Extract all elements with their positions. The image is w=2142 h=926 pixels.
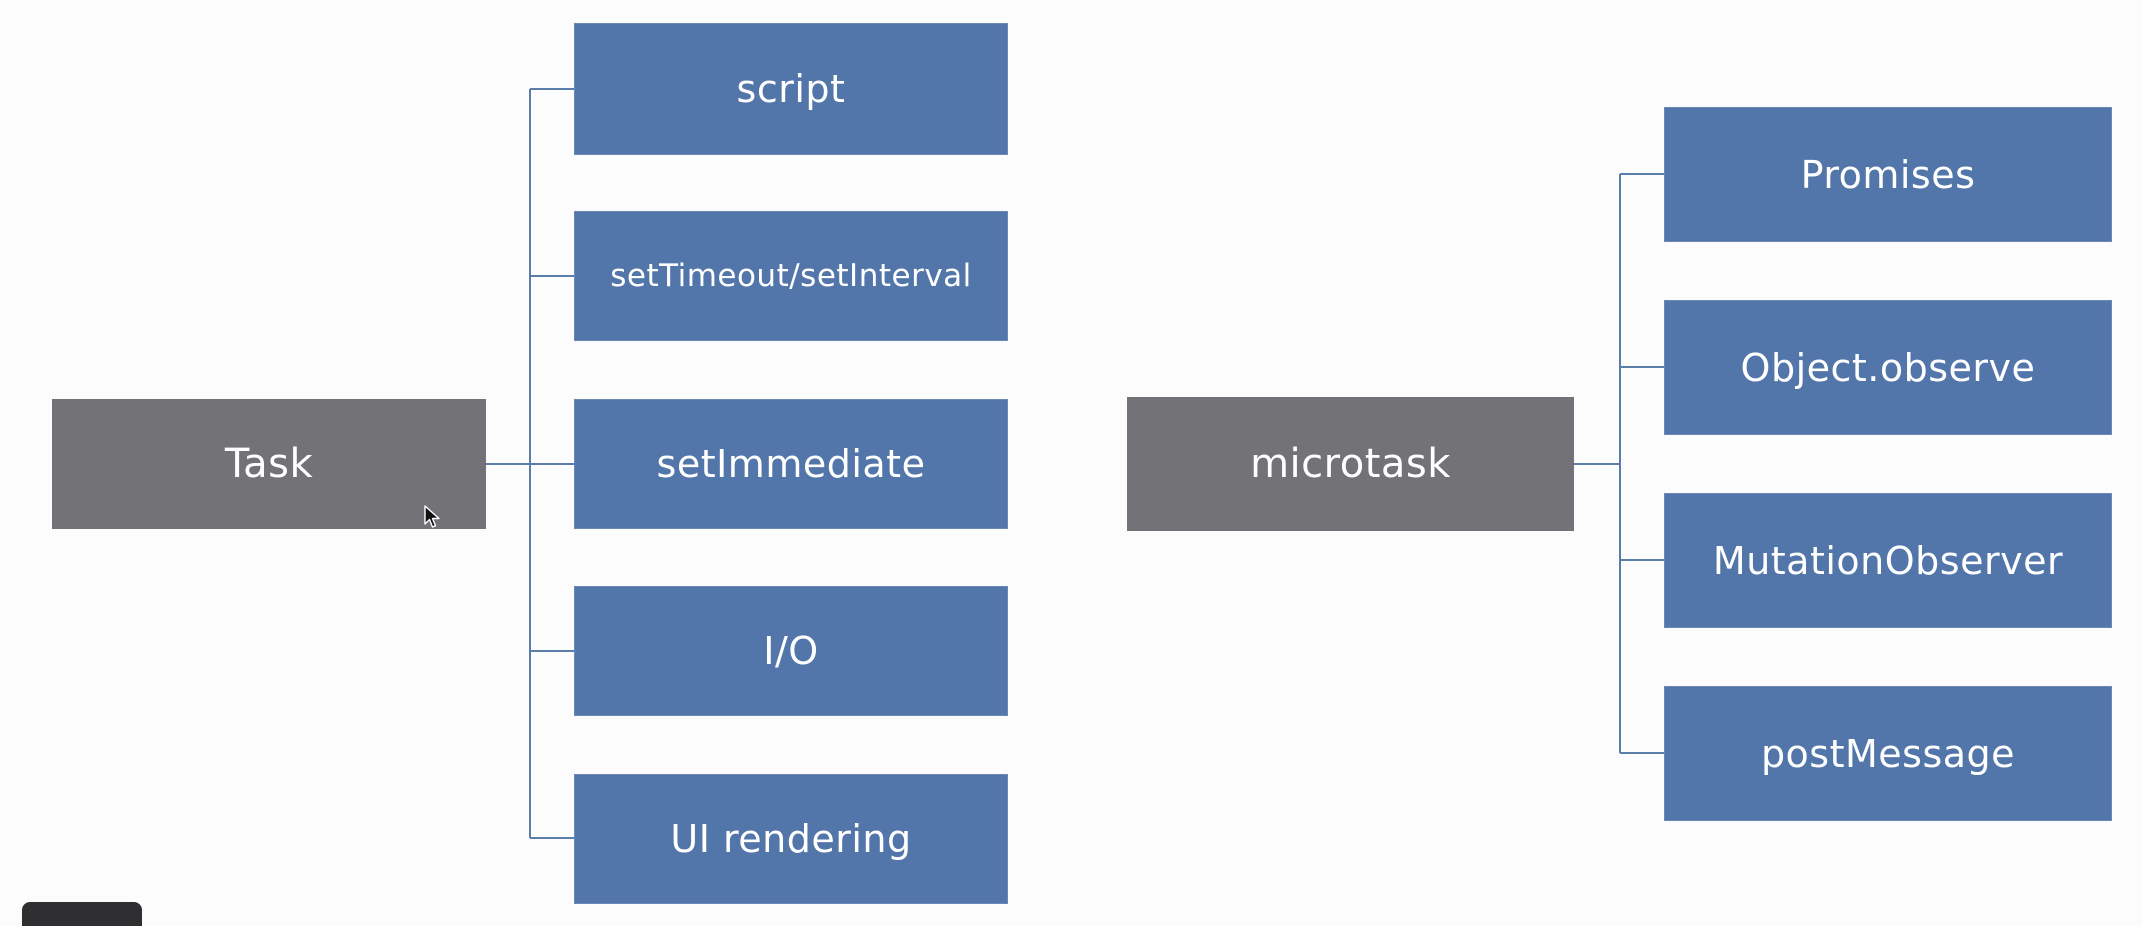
task-child-io: I/O (574, 586, 1008, 716)
microtask-child-mutationobserver: MutationObserver (1664, 493, 2112, 628)
microtask-child-object-observe: Object.observe (1664, 300, 2112, 435)
task-node: Task (52, 399, 486, 529)
task-child-ui-rendering: UI rendering (574, 774, 1008, 904)
task-child-settimeout-setinterval: setTimeout/setInterval (574, 211, 1008, 341)
task-child-setimmediate: setImmediate (574, 399, 1008, 529)
bottom-toolbar-tab[interactable] (22, 902, 142, 926)
microtask-connectors (1574, 173, 1664, 754)
task-connectors (486, 88, 574, 839)
microtask-child-postmessage: postMessage (1664, 686, 2112, 821)
task-child-script: script (574, 23, 1008, 155)
microtask-node: microtask (1127, 397, 1574, 531)
mouse-pointer-icon (424, 505, 440, 528)
microtask-child-promises: Promises (1664, 107, 2112, 242)
